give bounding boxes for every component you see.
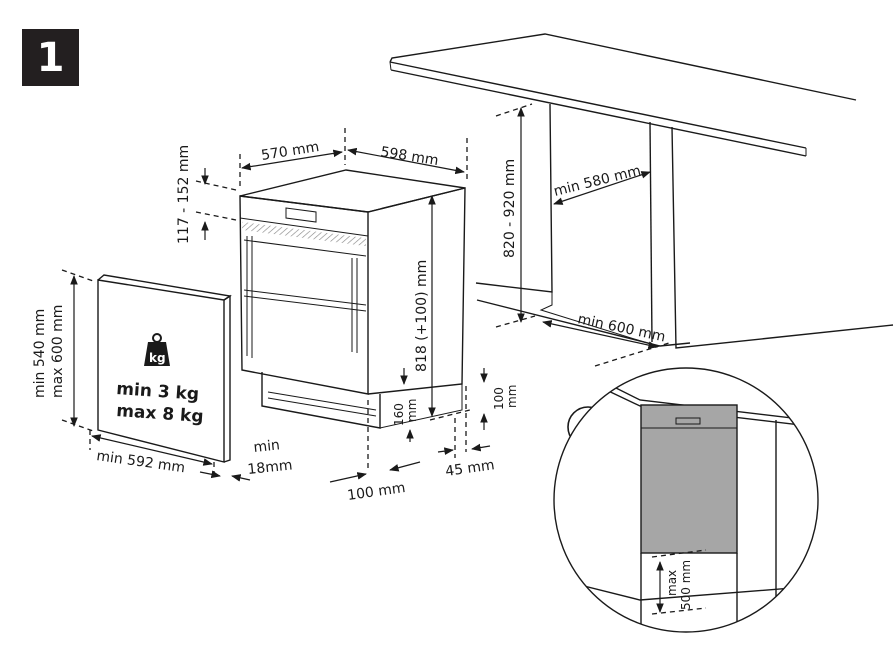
weight-icon-text: kg [149, 351, 166, 365]
height-label: 818 (+100) mm [414, 260, 430, 372]
step-number-badge: 1 [22, 29, 79, 86]
basket-lower-b [243, 295, 367, 312]
panel-height-label-line2: max 600 mm [50, 305, 66, 398]
plinth-foot [379, 384, 463, 429]
plinth-inner [267, 391, 377, 411]
panel-dimensions: min 540 mm max 600 mm min 592 mm min 18m… [32, 269, 294, 482]
control-panel-hatch [242, 221, 366, 247]
control-panel-lower [239, 217, 369, 237]
niche-dimensions: 820 - 920 mm min 580 mm min 600 mm [495, 103, 673, 367]
panel-thickness-label-line1: min [253, 437, 281, 456]
door-handle-recess [285, 207, 317, 223]
niche-min-depth-dimension-line [542, 320, 658, 349]
niche-height-label: 820 - 920 mm [502, 159, 518, 258]
panel-front [97, 279, 225, 463]
panel-edge [97, 274, 232, 301]
niche-right-cabinet [671, 126, 894, 349]
depth-dimension-line [241, 149, 343, 171]
niche-min-width-label: min 580 mm [552, 163, 643, 200]
panel-side [223, 294, 231, 463]
niche-min-depth-label: min 600 mm [576, 311, 667, 345]
floor-line [476, 299, 691, 347]
info-door-panel [640, 404, 738, 554]
foot-offset-label: 45 mm [444, 457, 495, 480]
width-label: 598 mm [379, 144, 439, 169]
basket-upper [243, 239, 367, 257]
foot-height-label-line2: mm [505, 385, 519, 408]
plinth-height-label-line1: 160 [392, 403, 406, 426]
niche-right-wall [649, 121, 653, 343]
info-door-handle [675, 417, 701, 425]
countertop-outline [389, 33, 857, 101]
plinth-front [261, 372, 381, 429]
info-max-gap-label-line2: 500 mm [679, 560, 693, 610]
weight-icon: kg [144, 333, 170, 366]
plinth-depth-label: 100 mm [346, 480, 406, 504]
info-detail-circle: max 500 mm [553, 367, 819, 633]
width-dimension-line [347, 147, 465, 175]
dishwasher-dimensions: 570 mm 598 mm 117 - 152 mm 818 (+100) mm… [176, 128, 519, 504]
dishwasher [239, 169, 466, 429]
panel-height-label-line1: min 540 mm [32, 309, 48, 398]
panel-width-dimension-line [91, 434, 213, 466]
kitchen-niche [389, 33, 894, 349]
top-offset-label: 117 - 152 mm [176, 145, 192, 244]
info-max-gap-label-line1: max [665, 570, 679, 596]
furniture-panel: kg min 3 kg max 8 kg [97, 274, 232, 463]
panel-weight-max-label: max 8 kg [116, 401, 204, 427]
plinth-inner-b [267, 397, 377, 417]
plinth-height-label-line2: mm [405, 399, 419, 422]
dishwasher-top [239, 169, 466, 213]
niche-min-width-dimension-line [553, 171, 651, 205]
basket-lower [243, 289, 367, 306]
panel-thickness-label-line2: 18mm [247, 457, 294, 478]
countertop-left-edge [389, 61, 392, 71]
panel-width-label: min 592 mm [95, 448, 186, 476]
foot-height-label-line1: 100 [492, 387, 506, 410]
countertop-front-bottom [390, 69, 807, 157]
dishwasher-side [367, 187, 466, 395]
countertop-front-top [389, 61, 807, 149]
